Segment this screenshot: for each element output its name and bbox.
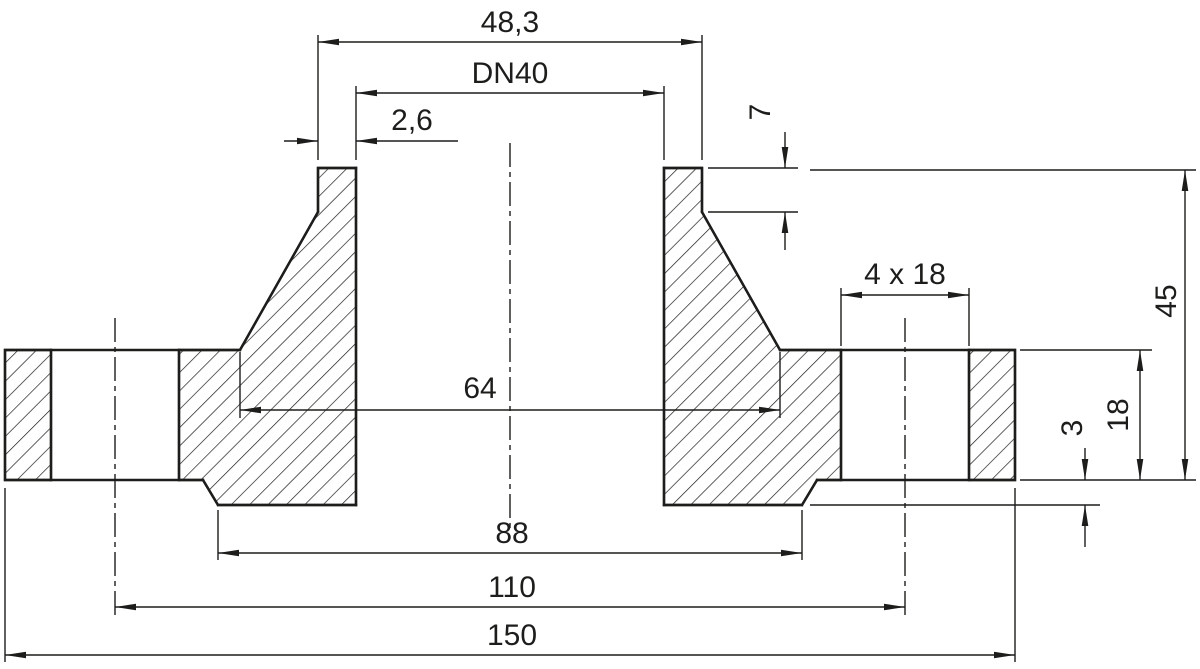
extension-lines [810, 169, 1196, 481]
dimension-label-nominal: DN40 [472, 57, 549, 90]
bore-edges [354, 166, 666, 507]
dimension-label-bolt-circle: 110 [488, 571, 536, 604]
dimension-label-neck-height: 7 [744, 104, 777, 121]
dimensions: 48,3 DN40 2,6 7 4 x 18 [4, 6, 1196, 662]
extension-lines [4, 488, 1016, 662]
dimension-outer-diameter: 150 [4, 488, 1016, 662]
raised-face-outline [201, 478, 819, 507]
dimension-raised-face-height: 3 [810, 420, 1100, 547]
dimension-label-wall: 2,6 [391, 104, 433, 137]
neck-outline [238, 166, 782, 352]
extension-lines [708, 167, 798, 213]
extension-lines [355, 86, 665, 160]
hatch-right-rim [967, 348, 1017, 482]
dimension-label-pipe-od: 48,3 [481, 6, 539, 39]
centerlines [114, 143, 906, 616]
dimension-label-raised-face-diameter: 88 [495, 517, 528, 550]
section-hatching [3, 166, 1017, 507]
dimension-label-raised-face-height: 3 [1056, 420, 1089, 437]
dimension-bolt-holes: 4 x 18 [840, 258, 970, 346]
dimension-nominal-bore: DN40 [355, 57, 665, 160]
dimension-label-outer-diameter: 150 [487, 619, 537, 652]
extension-lines [317, 35, 703, 160]
dimension-flange-thickness: 18 [1020, 349, 1152, 480]
flange-plate-outline [3, 348, 1017, 482]
dimension-bolt-circle: 110 [115, 571, 905, 611]
dimension-neck-height: 7 [708, 104, 798, 250]
dimension-overall-height: 45 [810, 169, 1196, 481]
dimension-raised-face-diameter: 88 [217, 510, 803, 560]
flange-outline [3, 166, 1017, 507]
hatch-left-rim [3, 348, 53, 482]
dimension-label-overall-height: 45 [1150, 284, 1183, 317]
dimension-label-flange-thickness: 18 [1102, 398, 1135, 431]
dimension-hub-diameter: 64 [239, 352, 781, 418]
dimension-label-hub-diameter: 64 [463, 372, 496, 405]
bolt-hole-edges [49, 348, 971, 482]
dimension-wall-thickness: 2,6 [284, 104, 458, 145]
hatch-left-hub [177, 166, 358, 507]
hatch-right-hub [662, 166, 843, 507]
dimension-pipe-od: 48,3 [317, 6, 703, 160]
dimension-label-bolt-holes: 4 x 18 [864, 258, 946, 291]
